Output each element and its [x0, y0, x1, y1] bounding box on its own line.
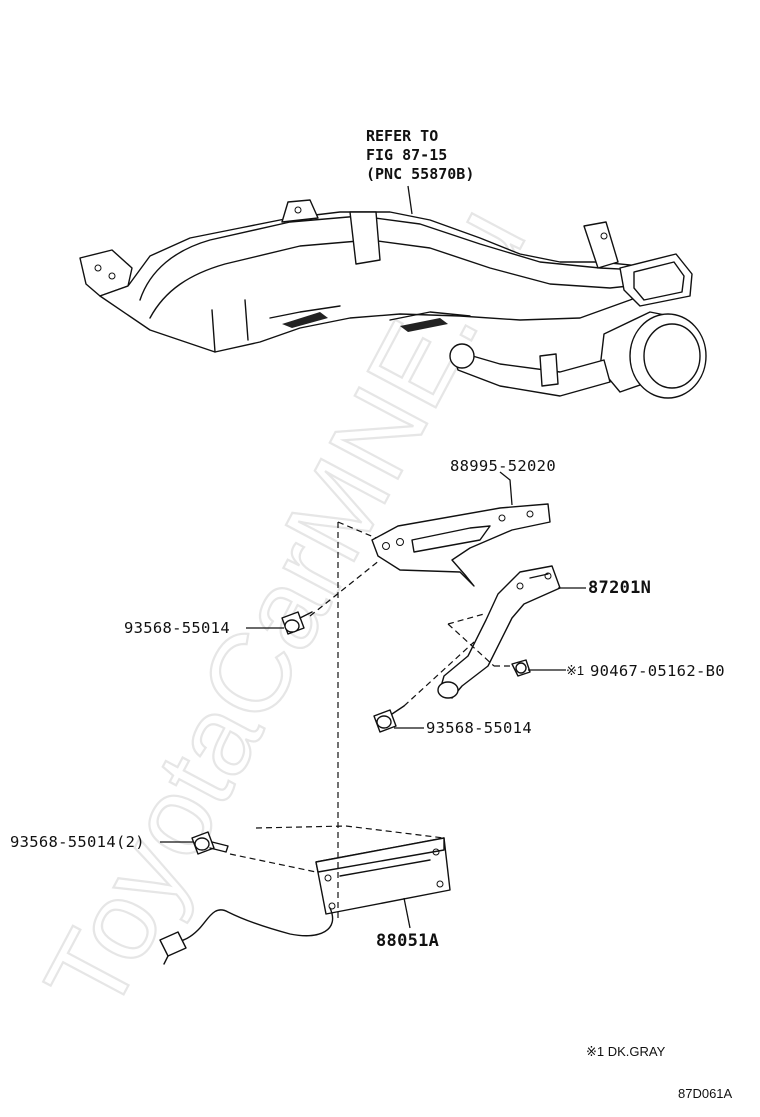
lower-bracket: 87201N	[437, 565, 651, 699]
screw-90467: ※1 90467-05162-B0	[511, 659, 725, 680]
label-bolt-bottom: 93568-55014(2)	[10, 833, 145, 851]
screw-note-marker: ※1	[566, 663, 584, 678]
reference-line-2: FIG 87-15	[366, 146, 447, 164]
label-90467-05162-B0: 90467-05162-B0	[590, 662, 725, 680]
figure-code: 87D061A	[678, 1086, 733, 1101]
label-88051A: 88051A	[376, 931, 439, 951]
label-bolt-mid: 93568-55014	[426, 719, 532, 737]
bolt-left: 93568-55014	[124, 611, 313, 637]
footnote: ※1 DK.GRAY	[586, 1044, 666, 1059]
bolt-mid: 93568-55014	[373, 705, 532, 737]
control-module: 88051A	[159, 837, 451, 965]
reference-line-1: REFER TO	[366, 127, 438, 145]
air-duct-assembly	[79, 185, 707, 399]
label-bolt-left: 93568-55014	[124, 619, 230, 637]
upper-bracket: 88995-52020	[371, 457, 556, 587]
assembly-lines	[229, 521, 512, 918]
reference-note: REFER TO FIG 87-15 (PNC 55870B)	[366, 127, 474, 183]
label-88995-52020: 88995-52020	[450, 457, 556, 475]
label-87201N: 87201N	[588, 578, 651, 598]
reference-line-3: (PNC 55870B)	[366, 165, 474, 183]
bolt-bottom: 93568-55014(2)	[10, 831, 229, 855]
